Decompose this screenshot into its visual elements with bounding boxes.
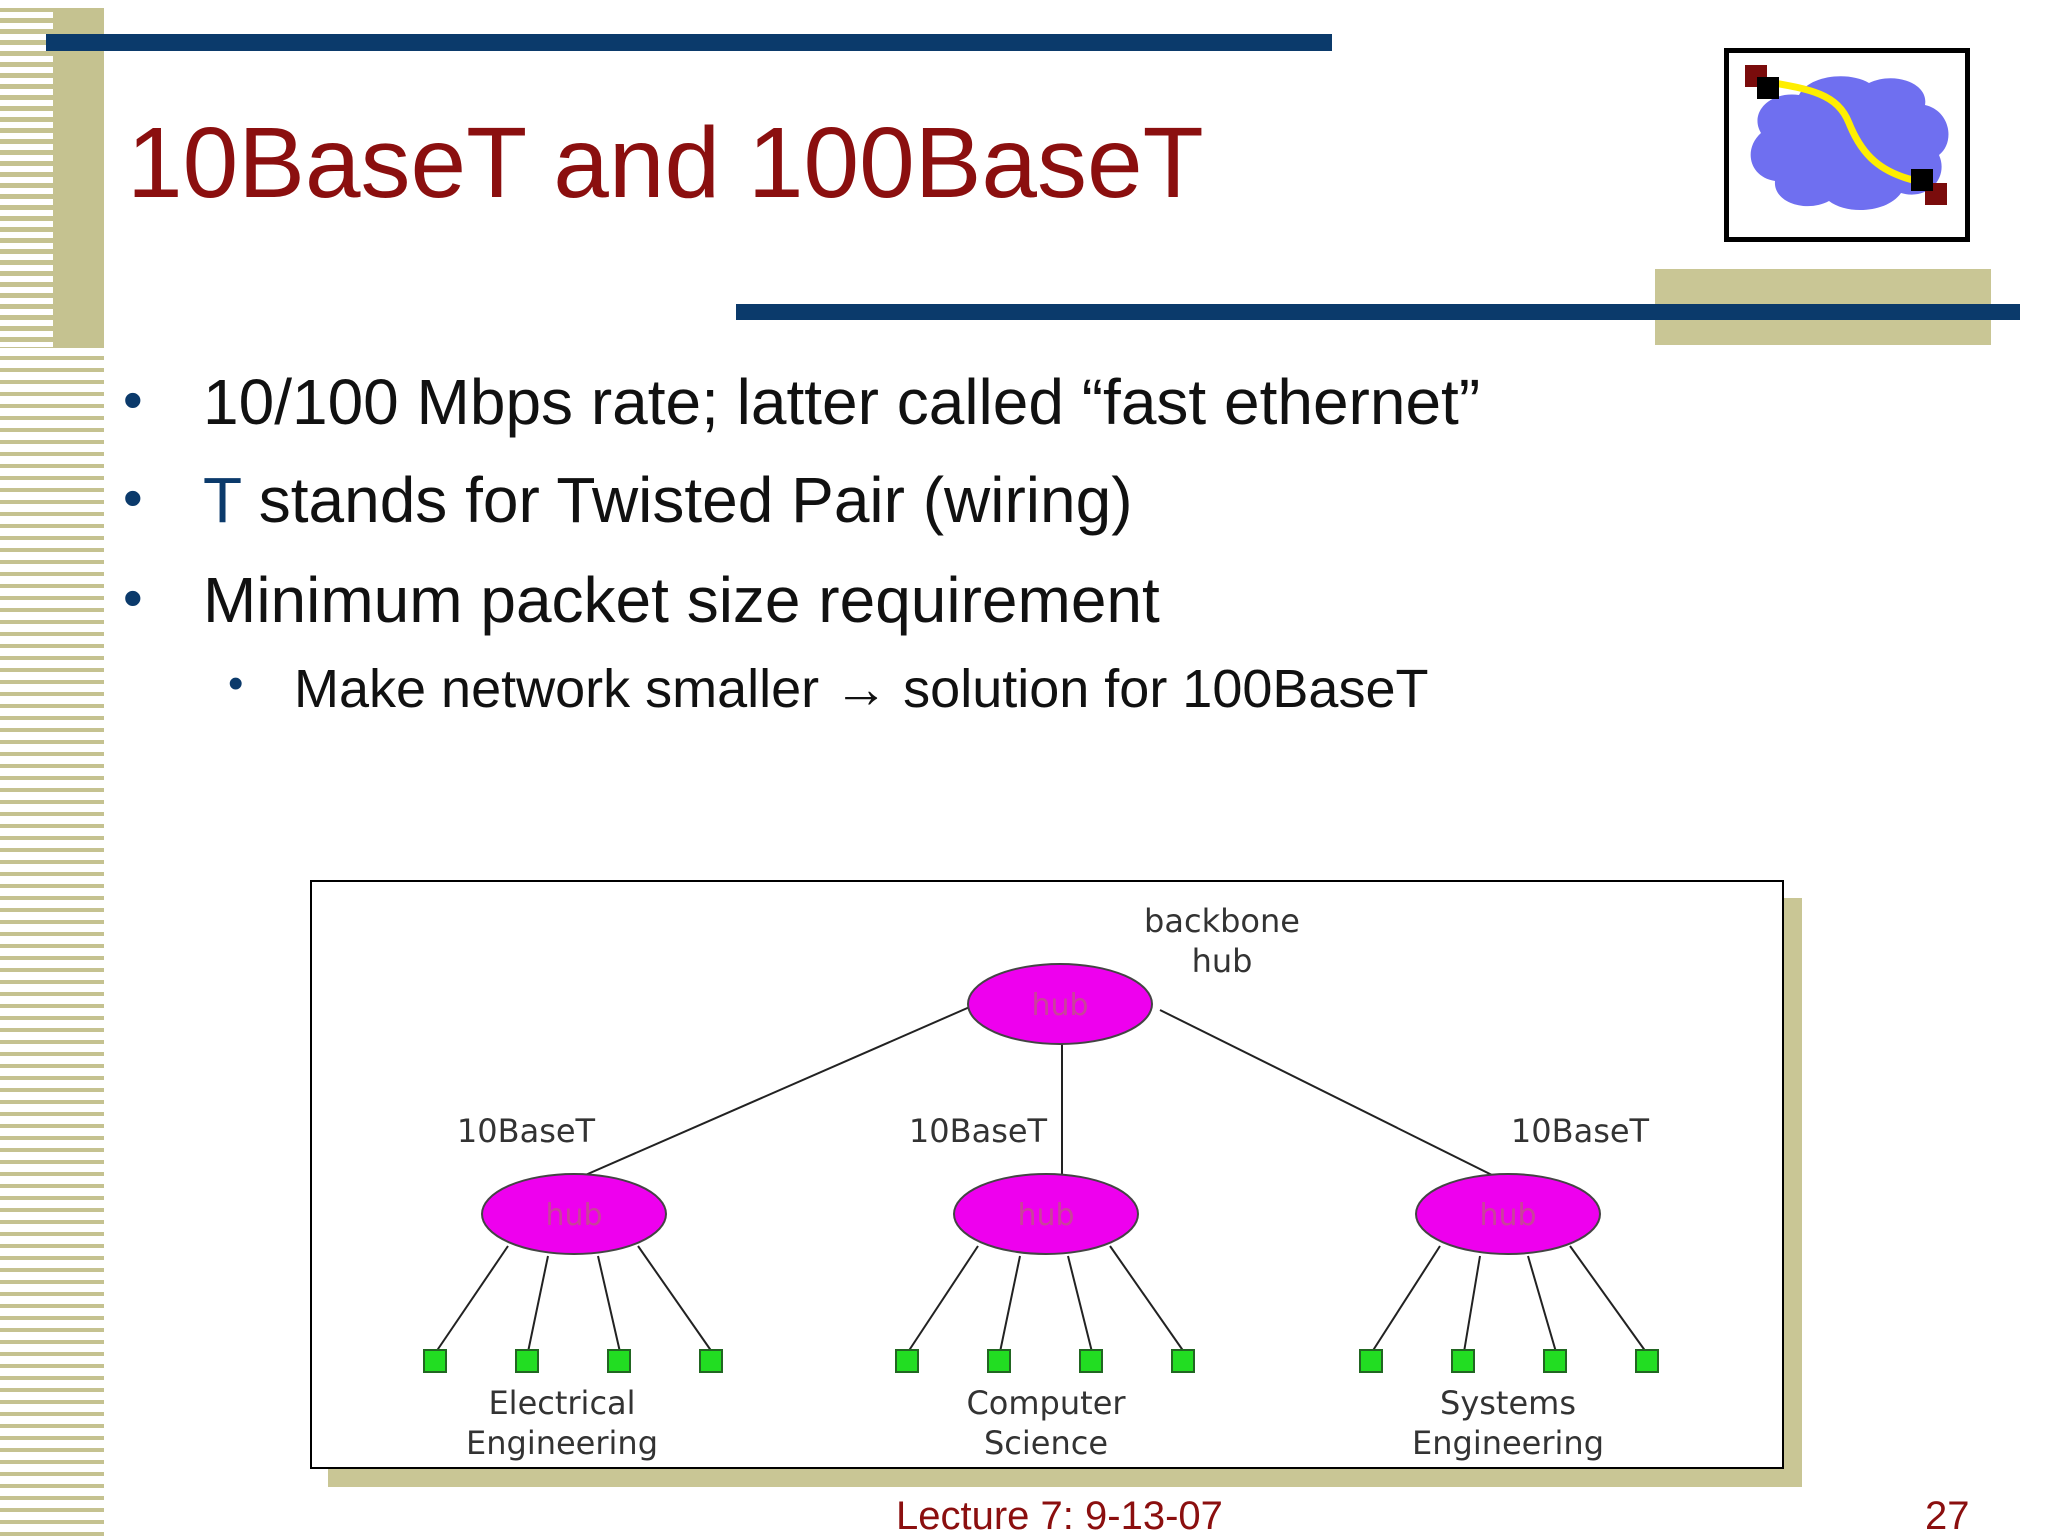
- host-node: [1171, 1349, 1195, 1373]
- hub-label: hub: [1017, 1198, 1074, 1233]
- department-label: Science: [984, 1424, 1108, 1462]
- bullet-marker: •: [123, 566, 143, 629]
- network-diagram: hub hub hub hub backbone hub 10BaseT 10B…: [310, 880, 1784, 1469]
- backbone-label: hub: [1192, 942, 1253, 980]
- link-type-label: 10BaseT: [1511, 1112, 1650, 1150]
- slide-title: 10BaseT and 100BaseT: [127, 107, 1204, 219]
- host-node: [987, 1349, 1011, 1373]
- bullet-text: T stands for Twisted Pair (wiring): [203, 468, 1133, 532]
- department-hub-node: [1415, 1173, 1601, 1255]
- host-link: [1569, 1245, 1647, 1353]
- host-link: [527, 1255, 549, 1353]
- department-label: Engineering: [1412, 1424, 1604, 1462]
- sub-bullet-text: Make network smaller → solution for 100B…: [294, 659, 1429, 719]
- host-link: [999, 1255, 1021, 1353]
- host-link: [1371, 1245, 1441, 1353]
- host-node: [1543, 1349, 1567, 1373]
- host-node: [1635, 1349, 1659, 1373]
- host-node: [699, 1349, 723, 1373]
- department-label: Systems: [1440, 1384, 1576, 1422]
- link-type-label: 10BaseT: [457, 1112, 596, 1150]
- hub-label: hub: [1479, 1198, 1536, 1233]
- host-link: [637, 1245, 713, 1353]
- host-node: [515, 1349, 539, 1373]
- uplink-line: [573, 1005, 973, 1181]
- host-node: [423, 1349, 447, 1373]
- uplink-line: [1159, 1009, 1503, 1181]
- bullet-marker: •: [123, 466, 143, 529]
- host-node: [1079, 1349, 1103, 1373]
- page-number: 27: [1925, 1494, 1970, 1538]
- hub-label: hub: [545, 1198, 602, 1233]
- department-hub-node: [953, 1173, 1139, 1255]
- bullet-marker: •: [228, 659, 244, 708]
- bullet-lead-letter: T: [203, 464, 241, 536]
- title-underline-rule: [736, 304, 2020, 320]
- host-link: [907, 1245, 979, 1353]
- host-node: [895, 1349, 919, 1373]
- top-rule: [46, 34, 1332, 51]
- host-link: [597, 1255, 621, 1353]
- backbone-hub-node: [967, 963, 1153, 1045]
- host-link: [1109, 1245, 1185, 1353]
- backbone-label: backbone: [1144, 902, 1300, 940]
- department-label: Electrical: [488, 1384, 635, 1422]
- bullet-text-rest: stands for Twisted Pair (wiring): [240, 464, 1133, 536]
- host-node: [607, 1349, 631, 1373]
- link-type-label: 10BaseT: [909, 1112, 1048, 1150]
- bullet-text: Minimum packet size requirement: [203, 564, 1160, 636]
- bullet-marker: •: [123, 368, 143, 431]
- bullet-text: 10/100 Mbps rate; latter called “fast et…: [203, 366, 1481, 438]
- hub-label: hub: [1031, 988, 1088, 1023]
- department-hub-node: [481, 1173, 667, 1255]
- host-link: [1527, 1255, 1557, 1353]
- department-label: Engineering: [466, 1424, 658, 1462]
- left-stripe-solid: [53, 12, 104, 347]
- network-logo-icon: [1724, 48, 1970, 242]
- department-label: Computer: [966, 1384, 1126, 1422]
- hub-topology-svg: hub hub hub hub backbone hub 10BaseT 10B…: [423, 902, 1659, 1462]
- host-node: [1451, 1349, 1475, 1373]
- host-link: [1067, 1255, 1093, 1353]
- host-link: [435, 1245, 509, 1353]
- slide-footer: Lecture 7: 9-13-07: [896, 1494, 1223, 1538]
- host-link: [1463, 1255, 1481, 1353]
- host-node: [1359, 1349, 1383, 1373]
